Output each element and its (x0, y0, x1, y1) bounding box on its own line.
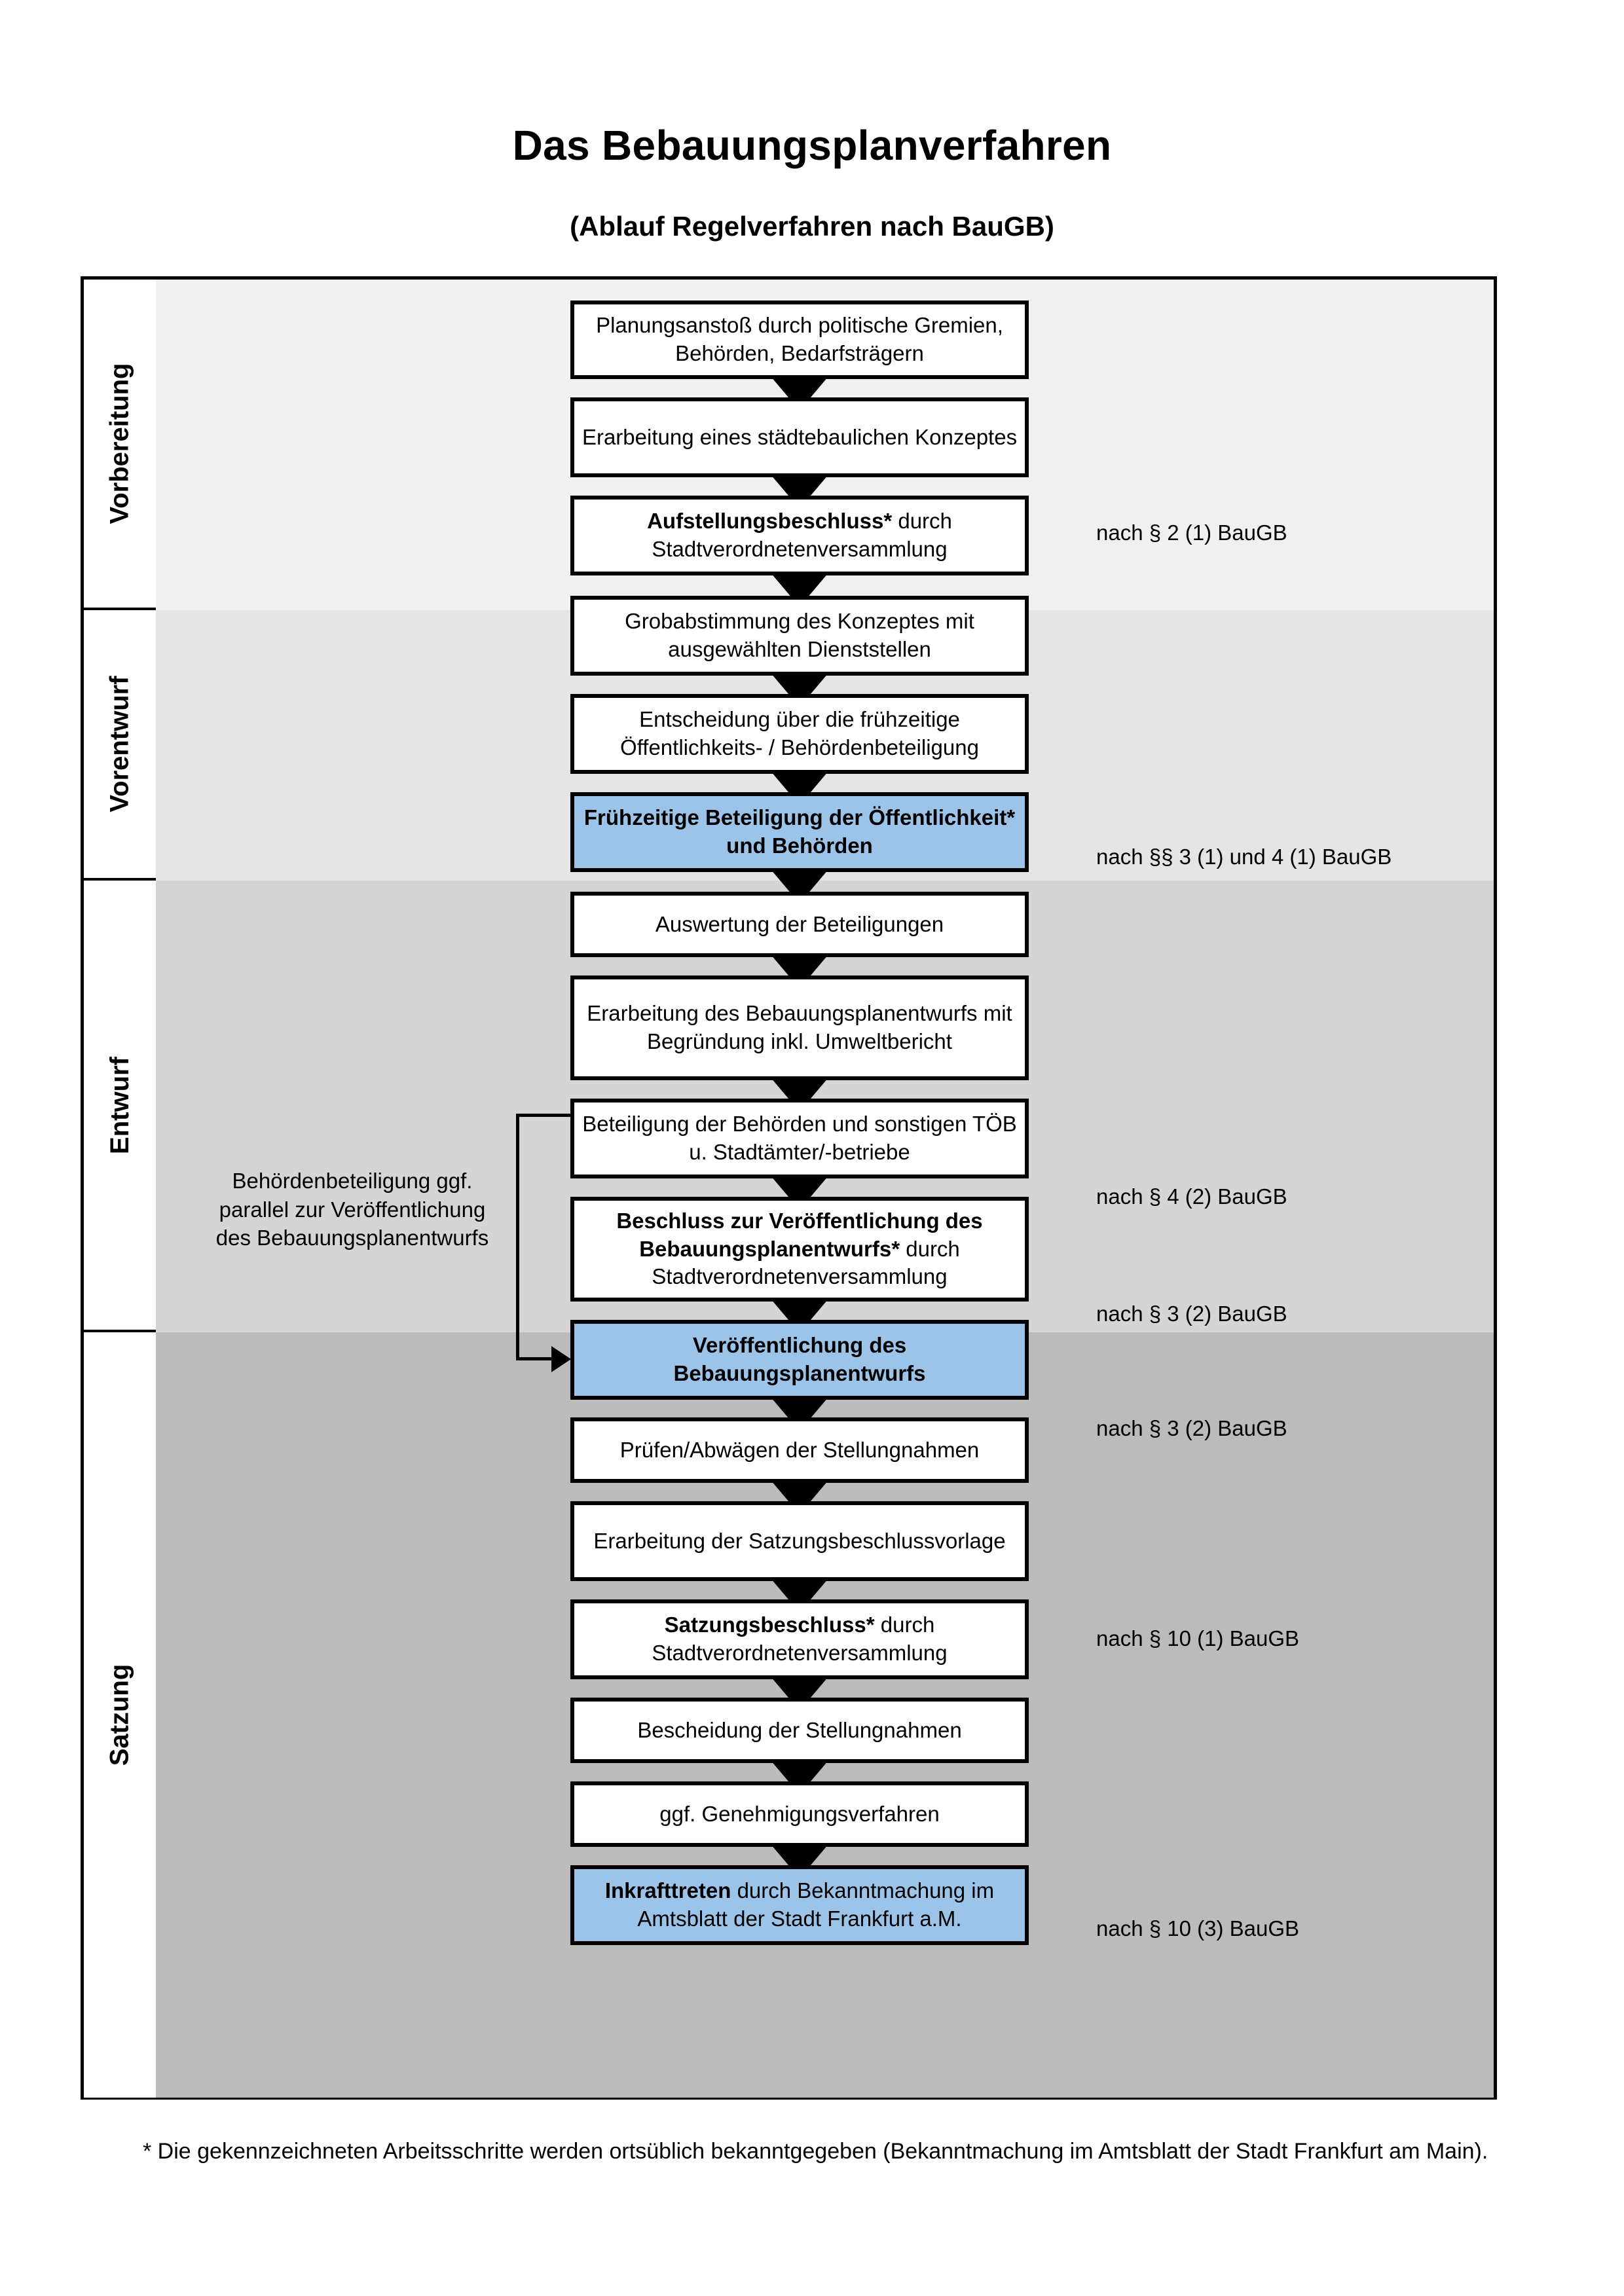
step-box-inkrafttreten[interactable]: Inkrafttreten durch Bekanntmachung im Am… (570, 1865, 1029, 1945)
legal-ref-4-2: nach § 4 (2) BauGB (1096, 1184, 1287, 1209)
legal-ref-3-2-b: nach § 3 (2) BauGB (1096, 1416, 1287, 1440)
bracket-arrowhead-icon (551, 1346, 571, 1372)
step-text: Entscheidung über die frühzeitige Öffent… (620, 707, 979, 759)
step-box-auswertung-beteiligungen[interactable]: Auswertung der Beteiligungen (570, 892, 1029, 957)
step-text-bold: Satzungsbeschluss* (664, 1613, 875, 1637)
step-box-grobabstimmung[interactable]: Grobabstimmung des Konzeptes mit ausgewä… (570, 596, 1029, 676)
step-text: Bescheidung der Stellungnahmen (637, 1717, 962, 1742)
phase-label-vorentwurf: Vorentwurf (105, 676, 134, 812)
bracket-vertical-segment (516, 1114, 519, 1359)
step-text: Erarbeitung des Bebauungsplanentwurfs mi… (587, 1001, 1012, 1053)
legal-ref-10-1: nach § 10 (1) BauGB (1096, 1626, 1300, 1650)
step-text: Planungsanstoß durch politische Gremien,… (596, 313, 1003, 365)
step-box-beteiligung-behoerden[interactable]: Beteiligung der Behörden und sonstigen T… (570, 1099, 1029, 1178)
step-box-beschluss-veroeffentlichung[interactable]: Beschluss zur Veröffentlichung des Bebau… (570, 1197, 1029, 1302)
step-text: Inkrafttreten durch Bekanntmachung im Am… (581, 1877, 1018, 1933)
step-text-rest: durch Bekanntmachung im Amtsblatt der St… (637, 1878, 995, 1931)
page-subtitle: (Ablauf Regelverfahren nach BauGB) (570, 211, 1054, 242)
legal-ref-10-3: nach § 10 (3) BauGB (1096, 1916, 1300, 1941)
step-text-bold: Inkrafttreten (604, 1878, 731, 1903)
step-text-bold: Beschluss zur Veröffentlichung des Bebau… (616, 1208, 983, 1261)
footnote: * Die gekennzeichneten Arbeitsschritte w… (143, 2139, 1488, 2164)
step-box-veroeffentlichung-entwurf[interactable]: Veröffentlichung des Bebauungsplanentwur… (570, 1320, 1029, 1400)
phase-cell-vorentwurf: Vorentwurf (84, 610, 156, 881)
step-box-bescheidung-stellungnahmen[interactable]: Bescheidung der Stellungnahmen (570, 1698, 1029, 1763)
step-text-bold: Frühzeitige Beteiligung der Öffentlichke… (583, 805, 1016, 858)
step-text: Auswertung der Beteiligungen (655, 911, 944, 936)
step-box-pruefen-abwaegen[interactable]: Prüfen/Abwägen der Stellungnahmen (570, 1417, 1029, 1483)
side-note-text: Behördenbeteiligung ggf. parallel zur Ve… (215, 1169, 489, 1250)
step-box-aufstellungsbeschluss[interactable]: Aufstellungsbeschluss* durch Stadtverord… (570, 496, 1029, 575)
legal-ref-3-2-a: nach § 3 (2) BauGB (1096, 1302, 1287, 1326)
step-text-rest: durch Stadtverordnetenversammlung (652, 1236, 960, 1289)
bracket-bottom-segment (516, 1357, 554, 1360)
step-box-planungsanstoss[interactable]: Planungsanstoß durch politische Gremien,… (570, 301, 1029, 379)
step-text: Grobabstimmung des Konzeptes mit ausgewä… (625, 609, 974, 661)
step-box-erarbeitung-entwurf[interactable]: Erarbeitung des Bebauungsplanentwurfs mi… (570, 975, 1029, 1080)
step-box-satzungsbeschlussvorlage[interactable]: Erarbeitung der Satzungsbeschlussvorlage (570, 1501, 1029, 1581)
step-box-fruehzeitige-beteiligung[interactable]: Frühzeitige Beteiligung der Öffentlichke… (570, 792, 1029, 872)
step-text: ggf. Genehmigungsverfahren (659, 1801, 940, 1826)
step-text: Satzungsbeschluss* durch Stadtverordnete… (581, 1611, 1018, 1667)
step-box-genehmigungsverfahren[interactable]: ggf. Genehmigungsverfahren (570, 1781, 1029, 1847)
step-box-staedtebauliches-konzept[interactable]: Erarbeitung eines städtebaulichen Konzep… (570, 397, 1029, 477)
step-text: Beschluss zur Veröffentlichung des Bebau… (581, 1207, 1018, 1292)
step-text: Aufstellungsbeschluss* durch Stadtverord… (581, 507, 1018, 564)
step-text: Beteiligung der Behörden und sonstigen T… (582, 1112, 1017, 1164)
phase-label-entwurf: Entwurf (105, 1056, 134, 1154)
step-box-satzungsbeschluss[interactable]: Satzungsbeschluss* durch Stadtverordnete… (570, 1599, 1029, 1679)
page-title: Das Bebauungsplanverfahren (512, 122, 1112, 169)
step-text-bold: Aufstellungsbeschluss* (647, 509, 893, 534)
legal-ref-2-1: nach § 2 (1) BauGB (1096, 520, 1287, 545)
phase-cell-satzung: Satzung (84, 1332, 156, 2098)
phase-label-vorbereitung: Vorbereitung (105, 363, 134, 524)
phase-cell-vorbereitung: Vorbereitung (84, 280, 156, 610)
step-text: Prüfen/Abwägen der Stellungnahmen (619, 1437, 980, 1462)
step-text: Erarbeitung der Satzungsbeschlussvorlage (593, 1528, 1006, 1553)
step-box-entscheidung-fruehzeitige[interactable]: Entscheidung über die frühzeitige Öffent… (570, 694, 1029, 774)
step-text: Erarbeitung eines städtebaulichen Konzep… (581, 424, 1018, 449)
bracket-top-segment (516, 1114, 572, 1117)
phase-cell-entwurf: Entwurf (84, 881, 156, 1332)
phase-label-satzung: Satzung (105, 1664, 134, 1766)
side-note-behoerdenbeteiligung: Behördenbeteiligung ggf. parallel zur Ve… (215, 1167, 490, 1252)
step-text-rest: durch Stadtverordnetenversammlung (652, 1613, 948, 1665)
step-text-bold: Veröffentlichung des Bebauungsplanentwur… (673, 1333, 926, 1385)
legal-ref-3-1-4-1: nach §§ 3 (1) und 4 (1) BauGB (1096, 845, 1392, 869)
phase-column: Vorbereitung Vorentwurf Entwurf Satzung (84, 280, 156, 2098)
step-text-rest: durch Stadtverordnetenversammlung (652, 509, 952, 561)
flowchart-frame: Vorbereitung Vorentwurf Entwurf Satzung … (81, 276, 1497, 2100)
